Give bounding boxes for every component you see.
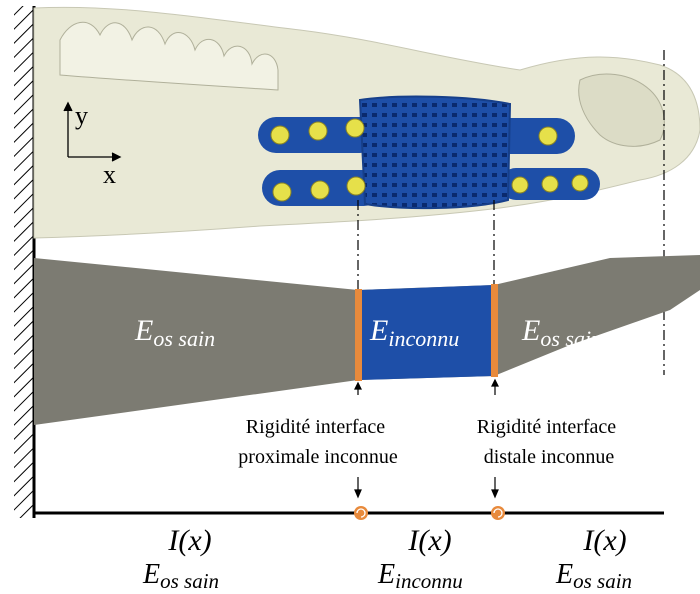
distal-spring-icon: [491, 506, 505, 520]
axis-x-label: x: [103, 160, 116, 189]
beam-label-left: Eos sain: [134, 314, 215, 351]
fixed-wall-hatch: [14, 6, 34, 518]
interface-arrows: [354, 378, 499, 499]
unknown-segment: [360, 285, 494, 380]
segment-3-inertia: I(x): [582, 524, 626, 557]
segment-2-modulus: Einconnu: [377, 559, 463, 593]
proximal-interface-label: Rigidité interface proximale inconnue: [238, 416, 398, 468]
distal-interface-label: Rigidité interface distale inconnue: [477, 416, 621, 468]
segment-3-modulus: Eos sain: [555, 559, 632, 593]
segment-1-inertia: I(x): [167, 524, 211, 557]
distal-interface-band: [491, 284, 498, 377]
segment-1-modulus: Eos sain: [142, 559, 219, 593]
beam-label-right: Eos sain: [521, 314, 602, 351]
segment-2-inertia: I(x): [407, 524, 451, 557]
projection-lines: [357, 200, 495, 290]
proximal-interface-band: [355, 289, 362, 381]
beam-label-center: Einconnu: [369, 314, 459, 351]
proximal-spring-icon: [354, 506, 368, 520]
axis-y-label: y: [75, 101, 88, 130]
axes-indicator: [63, 101, 122, 162]
screw-heads: [270, 118, 589, 202]
implant-illustration: [258, 95, 600, 210]
